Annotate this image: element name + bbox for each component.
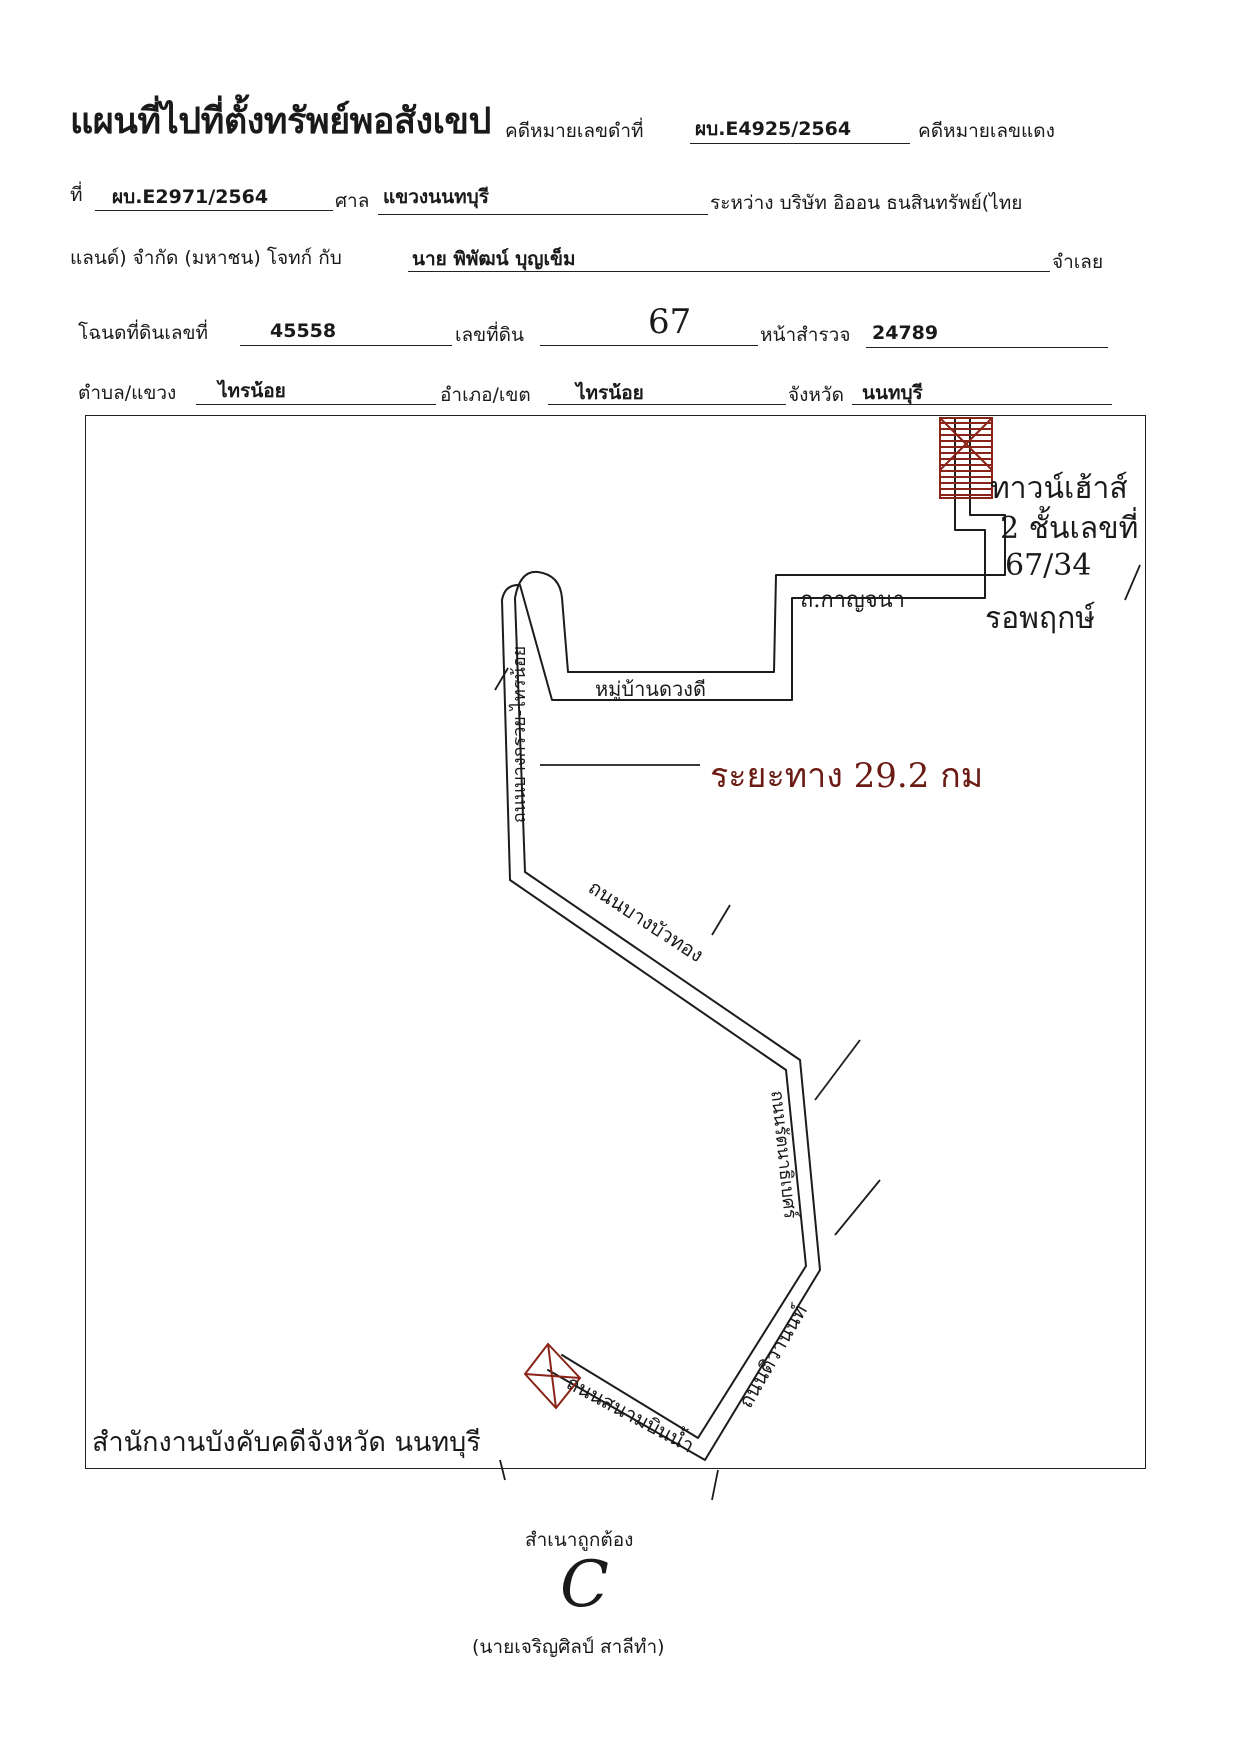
district-underline (548, 404, 786, 405)
district-name: ไทรน้อย (576, 382, 644, 404)
signer-name: (นายเจริญศิลป์ สาลีทำ) (472, 1636, 665, 1658)
line2-prefix: ที่ (70, 184, 83, 206)
deed-underline (240, 345, 452, 346)
page-title: แผนที่ไปที่ตั้งทรัพย์พอสังเขป (70, 100, 491, 142)
court-name: แขวงนนทบุรี (383, 186, 489, 208)
land-number: 67 (648, 302, 692, 342)
certified-copy-label: สำเนาถูกต้อง (525, 1529, 634, 1551)
province-name: นนทบุรี (862, 382, 923, 404)
route-road-inner (501, 417, 986, 1439)
townhouse-marker (939, 417, 993, 499)
subdistrict-label: ตำบล/แขวง (78, 382, 177, 404)
house-note-line4: รอพฤกษ์ (985, 601, 1096, 636)
red-case-underline (95, 210, 333, 211)
plaintiff-continued: แลนด์) จำกัด (มหาชน) โจทก์ กับ (70, 247, 342, 269)
defendant-underline (408, 271, 1050, 272)
defendant-suffix: จำเลย (1052, 251, 1104, 273)
red-case-label: คดีหมายเลขแดง (918, 120, 1055, 142)
black-case-underline (690, 143, 910, 144)
red-case-number: ผบ.E2971/2564 (112, 186, 269, 208)
house-note-line2: 2 ชั้นเลขที่ (1000, 511, 1139, 546)
province-label: จังหวัด (788, 384, 844, 406)
signature: C (560, 1548, 609, 1622)
origin-office-marker (523, 1342, 582, 1410)
origin-office-label: สำนักงานบังคับคดีจังหวัด นนทบุรี (92, 1427, 481, 1458)
subdistrict-name: ไทรน้อย (218, 380, 286, 402)
deed-label: โฉนดที่ดินเลขที่ (78, 322, 208, 344)
subdistrict-underline (196, 404, 436, 405)
survey-label: หน้าสำรวจ (760, 324, 851, 346)
road-label-kanchana: ถ.กาญจนา (800, 588, 906, 613)
route-tick-marks (494, 564, 1141, 1501)
land-no-label: เลขที่ดิน (455, 324, 524, 346)
defendant-name: นาย พิพัฒน์ บุญเข็ม (412, 248, 576, 270)
house-note-line1: ทาวน์เฮ้าส์ (990, 471, 1128, 506)
map-frame (85, 415, 1146, 1469)
house-note-line3: 67/34 (1005, 548, 1092, 583)
route-road-outer (514, 417, 1006, 1461)
deed-number: 45558 (270, 320, 337, 342)
black-case-number: ผบ.E4925/2564 (695, 118, 852, 140)
road-label-bangkruai-sainoi: ถนนบางกรวย-ไทรน้อย (509, 645, 531, 824)
district-label: อำเภอ/เขต (440, 384, 531, 406)
survey-number: 24789 (872, 322, 939, 344)
court-underline (378, 214, 708, 215)
road-label-village: หมู่บ้านดวงดี (595, 677, 706, 701)
black-case-label: คดีหมายเลขดำที่ (505, 120, 644, 142)
land-no-underline (540, 345, 758, 346)
court-label: ศาล (335, 190, 370, 212)
distance-label: ระยะทาง 29.2 กม (710, 756, 984, 796)
survey-underline (866, 347, 1108, 348)
between-label: ระหว่าง บริษัท อิออน ธนสินทรัพย์(ไทย (710, 192, 1023, 214)
province-underline (852, 404, 1112, 405)
